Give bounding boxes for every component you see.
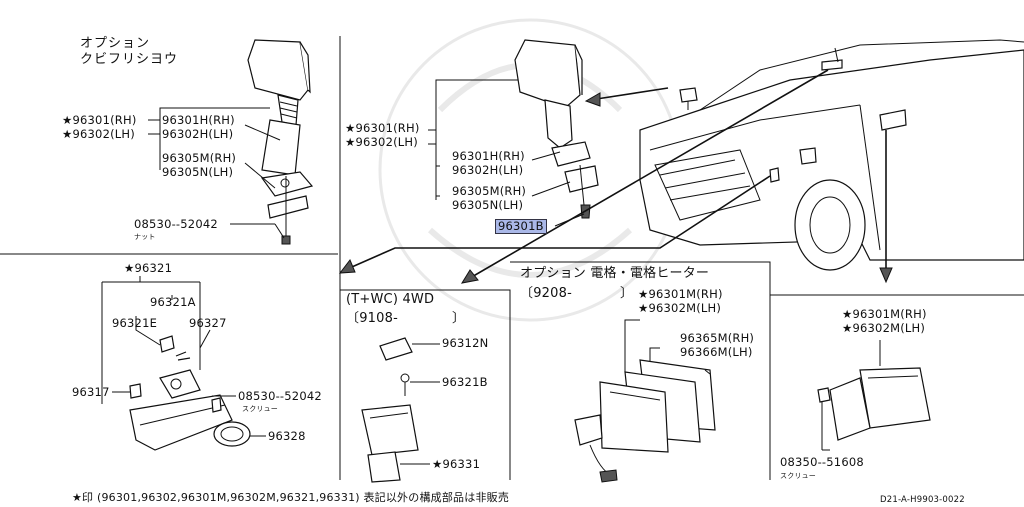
- part-96317[interactable]: 96317: [72, 385, 110, 399]
- part-96302-lh[interactable]: ★96302(LH): [62, 127, 135, 141]
- part-96365m-rh[interactable]: 96365M(RH): [680, 331, 755, 345]
- part-96331[interactable]: ★96331: [432, 457, 481, 471]
- part-96301b-highlighted[interactable]: 96301B: [495, 219, 547, 234]
- electric-date-start: 〔9208-: [520, 286, 572, 301]
- diagram-ref: D21-A-H9903-0022: [880, 495, 965, 505]
- 4wd-date-start: 〔9108-: [346, 311, 398, 326]
- inner-mirror-drawing: [129, 335, 251, 451]
- part-96305n-lh-std[interactable]: 96305N(LH): [452, 198, 524, 212]
- 4wd-mirror-drawing: [361, 337, 440, 483]
- part-96321a[interactable]: 96321A: [150, 295, 196, 309]
- electric-mirror-drawing: [574, 319, 716, 483]
- swivel-leader-lines: [148, 107, 285, 239]
- part-96328[interactable]: 96328: [268, 429, 306, 443]
- part-96312n[interactable]: 96312N: [442, 336, 489, 350]
- right-mirror-drawing: [817, 340, 931, 451]
- part-96302m-lh-electric[interactable]: ★96302M(LH): [638, 301, 722, 315]
- inner-leader-lines: [101, 276, 266, 437]
- part-96366m-lh[interactable]: 96366M(LH): [680, 345, 753, 359]
- part-96327[interactable]: 96327: [189, 316, 227, 330]
- part-96305m-rh-std[interactable]: 96305M(RH): [452, 184, 527, 198]
- standard-mirror-drawing: [514, 39, 599, 219]
- part-96301h-rh[interactable]: 96301H(RH): [162, 113, 235, 127]
- part-96321e[interactable]: 96321E: [112, 316, 158, 330]
- part-96302h-lh-std[interactable]: 96302H(LH): [452, 163, 524, 177]
- electric-date-end: 〕: [620, 286, 634, 301]
- reference-arrows: [338, 69, 893, 284]
- part-96321b[interactable]: 96321B: [442, 375, 488, 389]
- part-08530-52042-screw[interactable]: 08530--52042: [238, 389, 322, 403]
- panel-borders: [0, 36, 1024, 480]
- part-96301-rh[interactable]: ★96301(RH): [62, 113, 137, 127]
- 4wd-date-end: 〕: [452, 311, 466, 326]
- part-96301h-rh-std[interactable]: 96301H(RH): [452, 149, 525, 163]
- part-96302-lh-std[interactable]: ★96302(LH): [345, 135, 418, 149]
- right-screw-label: スクリュー: [780, 472, 816, 480]
- part-96301m-rh-electric[interactable]: ★96301M(RH): [638, 287, 723, 301]
- part-08350-51608[interactable]: 08350--51608: [780, 455, 864, 469]
- inner-screw-label: スクリュー: [242, 405, 278, 413]
- footer-note: ★印 (96301,96302,96301M,96302M,96321,9633…: [72, 491, 510, 504]
- part-96321[interactable]: ★96321: [124, 261, 173, 275]
- part-96301m-rh-right[interactable]: ★96301M(RH): [842, 307, 927, 321]
- part-96305n-lh[interactable]: 96305N(LH): [162, 165, 234, 179]
- part-96301-rh-std[interactable]: ★96301(RH): [345, 121, 420, 135]
- part-08530-52042-nut[interactable]: 08530--52042: [134, 217, 218, 231]
- standard-leader-lines: [428, 79, 585, 227]
- part-96302m-lh-right[interactable]: ★96302M(LH): [842, 321, 926, 335]
- part-96302h-lh[interactable]: 96302H(LH): [162, 127, 234, 141]
- 4wd-title: (T+WC) 4WD: [346, 292, 435, 307]
- swivel-option-label: オプション: [80, 36, 151, 51]
- truck-drawing: [639, 39, 1024, 271]
- nut-label: ナット: [134, 233, 156, 241]
- swivel-mirror-drawing: [247, 39, 314, 245]
- swivel-option-sub: クビフリシヨウ: [80, 52, 179, 67]
- electric-title: オプション 電格・電格ヒーター: [520, 266, 710, 281]
- part-96305m-rh[interactable]: 96305M(RH): [162, 151, 237, 165]
